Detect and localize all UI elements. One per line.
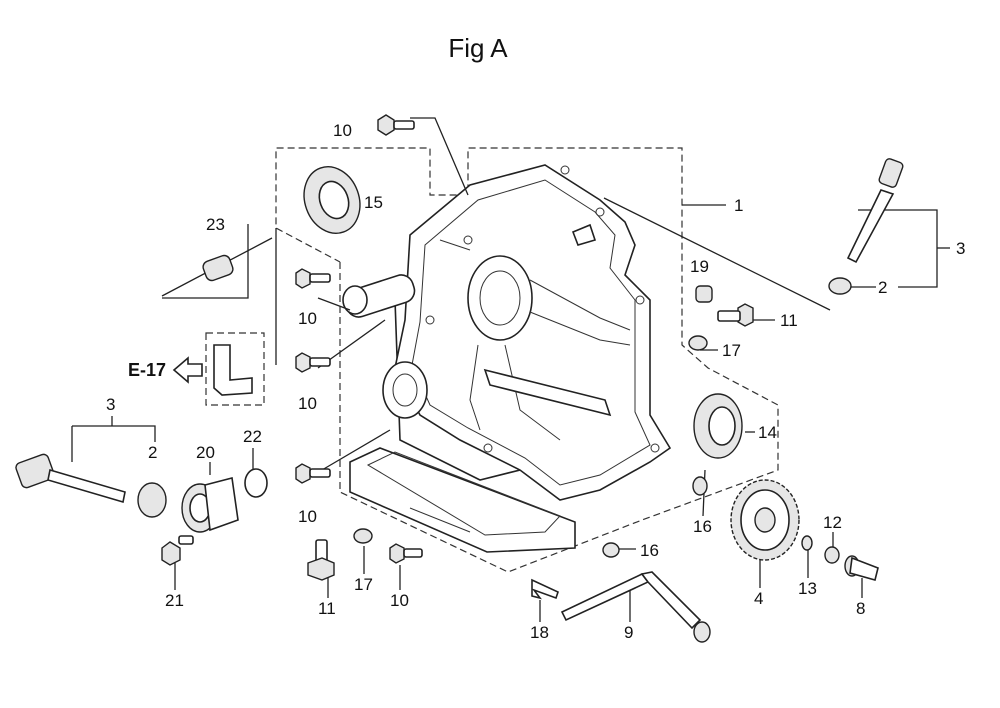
dipstick-icon [846,158,904,264]
callout-15: 15 [364,193,383,212]
governor-arm-icon [560,571,711,643]
washer-icon [688,335,708,351]
callout-1: 1 [734,196,743,215]
bolt-icon [295,352,331,373]
callout-9: 9 [624,623,633,642]
callout-21: 21 [165,591,184,610]
figure-title: Fig A [448,33,508,63]
callout-10: 10 [298,309,317,328]
washer-icon [801,535,813,551]
callout-19: 19 [690,257,709,276]
callout-2: 2 [148,443,157,462]
callout-10: 10 [333,121,352,140]
callout-13: 13 [798,579,817,598]
bolt-icon [389,543,423,564]
callout-8: 8 [856,599,865,618]
bearing-icon [693,393,743,459]
callout-16: 16 [640,541,659,560]
washer-icon [353,528,373,544]
washer-icon [824,546,840,564]
callout-18: 18 [530,623,549,642]
callout-17: 17 [354,575,373,594]
flange-bolt-icon [377,114,415,136]
bolt-icon [295,268,331,289]
oil-filler-washer-icon [137,482,167,518]
callout-3: 3 [106,395,115,414]
callout-17: 17 [722,341,741,360]
callout-12: 12 [823,513,842,532]
callout-10: 10 [298,507,317,526]
oil-filler-washer-icon [828,277,852,295]
bolt-icon [295,463,331,484]
callout-4: 4 [754,589,763,608]
o-ring-icon [244,468,268,498]
bolt-icon [161,535,194,566]
callout-2: 2 [878,278,887,297]
clip-icon [531,578,559,600]
washer-icon [692,476,708,496]
oil-seal-icon [303,166,361,234]
callout-20: 20 [196,443,215,462]
callout-11: 11 [318,599,336,618]
dowel-pin-icon [695,285,713,303]
drain-bolt-icon [307,539,335,581]
callout-3: 3 [956,239,965,258]
dowel-pin-icon [202,254,234,282]
washer-icon [602,542,620,558]
reference-arrow-icon [172,356,203,384]
crankcase-cover [342,164,672,553]
callout-14: 14 [758,423,777,442]
governor-gear-icon [730,479,800,561]
reference-label-e17: E-17 [128,360,166,380]
governor-shaft-icon [844,555,879,581]
callout-16: 16 [693,517,712,536]
callout-11: 11 [780,311,798,330]
callout-23: 23 [206,215,225,234]
dipstick-icon [15,453,126,504]
hose-reference-box [205,332,265,406]
callout-22: 22 [243,427,262,446]
callout-10: 10 [298,394,317,413]
filler-neck-icon [181,477,239,533]
callout-10: 10 [390,591,409,610]
leader-lines [71,117,950,622]
breather-hose-icon [213,344,253,396]
callout-labels: 1 2 2 3 3 4 8 9 10 10 10 10 10 11 11 12 … [106,121,965,642]
drain-bolt-icon [717,303,754,327]
